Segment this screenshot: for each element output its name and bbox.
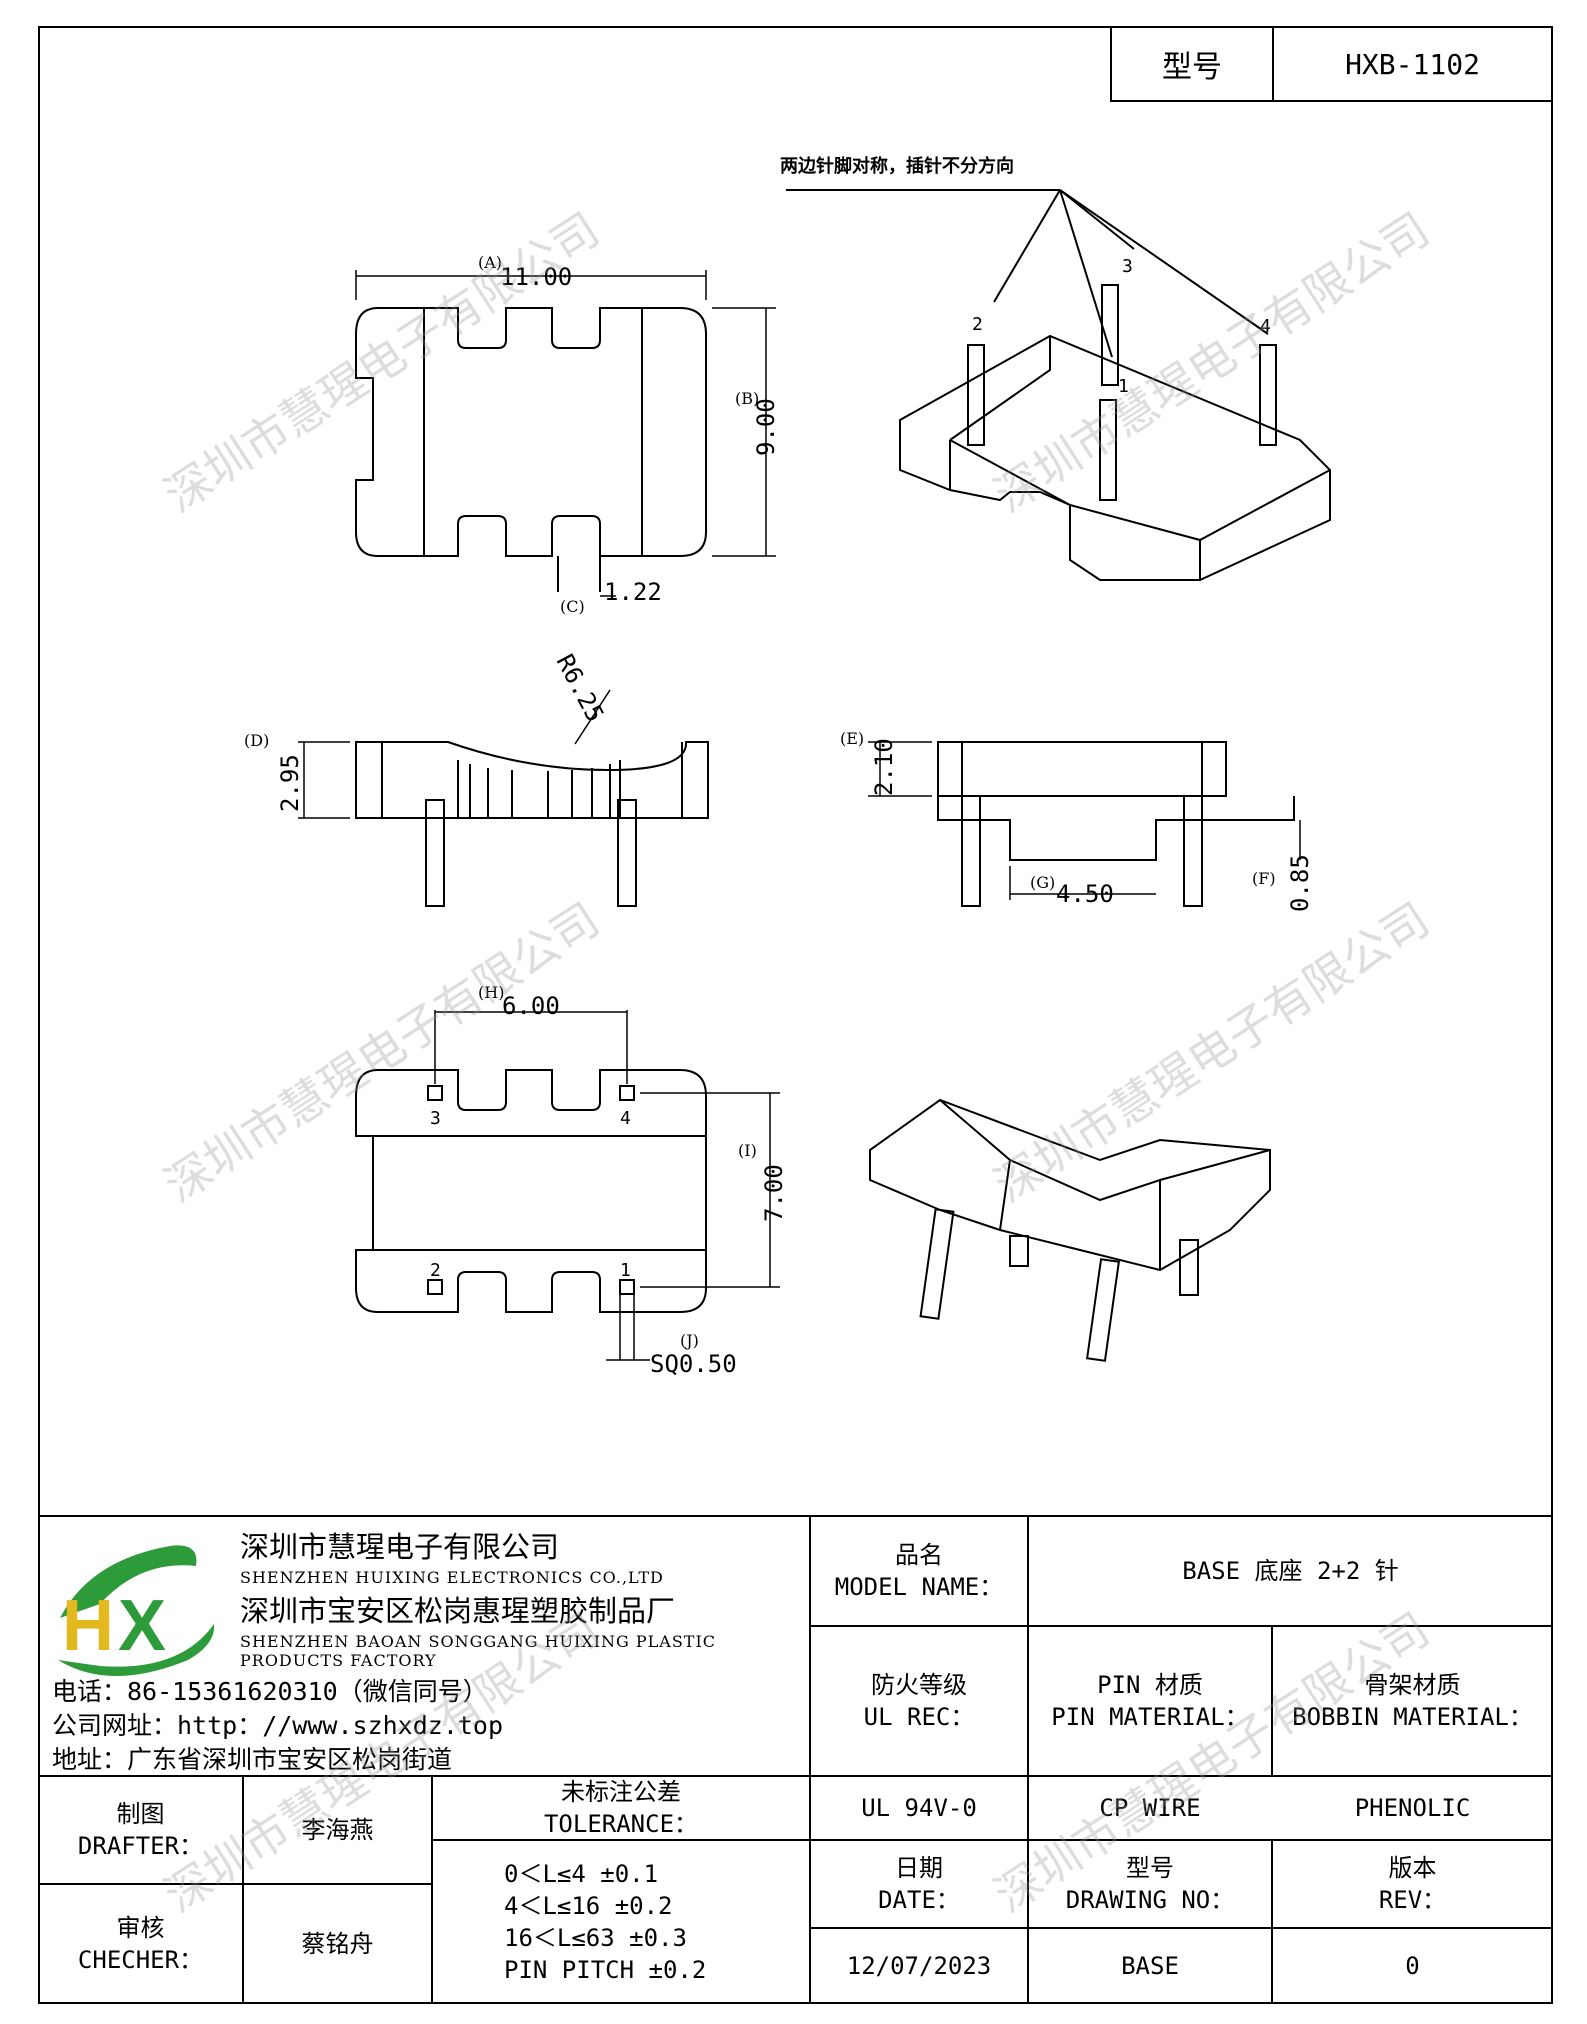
iso-view-bottom [869, 1098, 1271, 1362]
dim-r-value: R6.25 [551, 650, 610, 727]
dim-i-tag: (I) [738, 1141, 757, 1160]
dim-h-tag: (H) [478, 983, 504, 1002]
tolerance-en: TOLERANCE： [543, 1810, 699, 1838]
iso-pin-label-1: 1 [1118, 376, 1129, 397]
model-label: 型号 [1112, 28, 1274, 100]
drawing-no-label: 型号 DRAWING NO： [1030, 1842, 1270, 1926]
dim-f-tag: (F) [1252, 869, 1276, 888]
date-en: DATE： [878, 1886, 960, 1914]
tolerance-values: 0＜L≤4 ±0.1 4＜L≤16 ±0.2 16＜L≤63 ±0.3 PIN … [434, 1842, 808, 2002]
factory-name-en: SHENZHEN BAOAN SONGGANG HUIXING PLASTIC … [240, 1632, 717, 1670]
tolerance-line: PIN PITCH ±0.2 [504, 1956, 707, 1984]
company-phone: 电话：86-15361620310（微信同号） [52, 1677, 488, 1706]
checker-label: 审核 CHECHER： [40, 1886, 241, 2002]
drafter-label: 制图 DRAFTER： [40, 1778, 241, 1882]
pin-label-3: 3 [430, 1108, 441, 1129]
drawing-no-value: BASE [1121, 1952, 1179, 1980]
ul-rec-cn: 防火等级 [871, 1671, 967, 1699]
drawing-no-en: DRAWING NO： [1065, 1886, 1235, 1914]
dim-j-tag: (J) [680, 1331, 699, 1350]
side-view [868, 741, 1301, 907]
pin-material-label: PIN 材质 PIN MATERIAL： [1030, 1628, 1270, 1774]
rev-en: REV： [1378, 1886, 1447, 1914]
bobbin-material-label: 骨架材质 BOBBIN MATERIAL： [1274, 1628, 1551, 1774]
logo-h: H [62, 1586, 114, 1666]
drawing-frame [38, 26, 1553, 2004]
model-name-cn: 品名 [895, 1541, 943, 1569]
title-block-grid [38, 1515, 1553, 2004]
bottom-view [355, 1010, 780, 1361]
iso-pin-label-4: 4 [1260, 316, 1271, 337]
iso-pin-label-3: 3 [1122, 256, 1133, 277]
company-logo: H X [58, 1545, 215, 1676]
dim-d-value: 2.95 [276, 754, 304, 812]
dim-a-tag: (A) [478, 253, 502, 272]
dim-a-value: 11.00 [500, 263, 572, 291]
dim-e-value: 2.10 [870, 738, 898, 796]
date-value: 12/07/2023 [846, 1952, 992, 1980]
date-cn: 日期 [895, 1854, 943, 1882]
pin-material-cn: PIN 材质 [1097, 1671, 1203, 1699]
company-website: 公司网址：http：//www.szhxdz.top [52, 1711, 504, 1740]
ul-rec-en: UL REC： [863, 1703, 975, 1731]
model-name-value: BASE 底座 2+2 针 [1182, 1557, 1399, 1585]
rev-cn: 版本 [1388, 1854, 1437, 1882]
tolerance-cn: 未标注公差 [561, 1778, 681, 1806]
company-name-cn: 深圳市慧瑆电子有限公司 [240, 1530, 560, 1564]
tolerance-label: 未标注公差 TOLERANCE： [434, 1778, 808, 1838]
checker-cn: 审核 [116, 1914, 165, 1942]
model-number-box: 型号 HXB-1102 [1110, 26, 1553, 102]
dim-e-tag: (E) [840, 729, 864, 748]
dim-f-value: 0.85 [1286, 854, 1314, 912]
dim-j-value: SQ0.50 [650, 1350, 737, 1378]
pin-material-value: CP WIRE [1099, 1794, 1201, 1822]
pin-label-2: 2 [430, 1260, 441, 1281]
bobbin-material-en: BOBBIN MATERIAL： [1292, 1703, 1533, 1731]
bobbin-material-cn: 骨架材质 [1364, 1671, 1461, 1699]
model-name-label: 品名 MODEL NAME： [812, 1518, 1026, 1624]
bobbin-material-value: PHENOLIC [1354, 1794, 1471, 1822]
dim-b-tag: (B) [735, 389, 759, 408]
pin-label-1: 1 [620, 1260, 631, 1281]
dim-c-value: 1.22 [604, 578, 662, 606]
drafter-cn: 制图 [116, 1800, 165, 1828]
drafter-name: 李海燕 [301, 1816, 374, 1844]
ul-rec-label: 防火等级 UL REC： [812, 1628, 1026, 1774]
pin-note: 两边针脚对称，插针不分方向 [780, 155, 1014, 177]
iso-view-top [786, 189, 1331, 581]
dim-d-tag: (D) [244, 731, 269, 750]
date-label: 日期 DATE： [812, 1842, 1026, 1926]
model-name-en: MODEL NAME： [834, 1573, 1004, 1601]
pin-material-en: PIN MATERIAL： [1051, 1703, 1249, 1731]
company-address: 地址：广东省深圳市宝安区松岗街道 [52, 1745, 453, 1774]
model-value: HXB-1102 [1345, 47, 1480, 81]
drawing-no-cn: 型号 [1126, 1854, 1174, 1882]
top-view [355, 270, 776, 597]
dim-c-tag: (C) [560, 597, 585, 616]
dim-b-value: 9.00 [752, 398, 780, 456]
tolerance-line: 4＜L≤16 ±0.2 [504, 1892, 673, 1920]
company-info: 深圳市慧瑆电子有限公司 SHENZHEN HUIXING ELECTRONICS… [40, 1518, 810, 1780]
checker-en: CHECHER： [77, 1946, 204, 1974]
company-name-en: SHENZHEN HUIXING ELECTRONICS CO.,LTD [240, 1568, 664, 1587]
pin-label-4: 4 [620, 1108, 631, 1129]
dim-g-value: 4.50 [1056, 880, 1114, 908]
tolerance-line: 16＜L≤63 ±0.3 [504, 1924, 687, 1952]
ul-rec-value: UL 94V-0 [861, 1794, 977, 1822]
logo-x: X [118, 1586, 166, 1666]
rev-value: 0 [1405, 1952, 1420, 1980]
drafter-en: DRAFTER： [77, 1832, 204, 1860]
rev-label: 版本 REV： [1274, 1842, 1551, 1926]
dim-g-tag: (G) [1030, 873, 1055, 892]
factory-name-cn: 深圳市宝安区松岗惠瑆塑胶制品厂 [240, 1594, 676, 1628]
front-view [298, 689, 709, 907]
dim-h-value: 6.00 [502, 992, 560, 1020]
dim-i-value: 7.00 [760, 1164, 788, 1222]
iso-pin-label-2: 2 [972, 314, 983, 335]
checker-name: 蔡铭舟 [301, 1930, 374, 1958]
tolerance-line: 0＜L≤4 ±0.1 [504, 1860, 659, 1888]
